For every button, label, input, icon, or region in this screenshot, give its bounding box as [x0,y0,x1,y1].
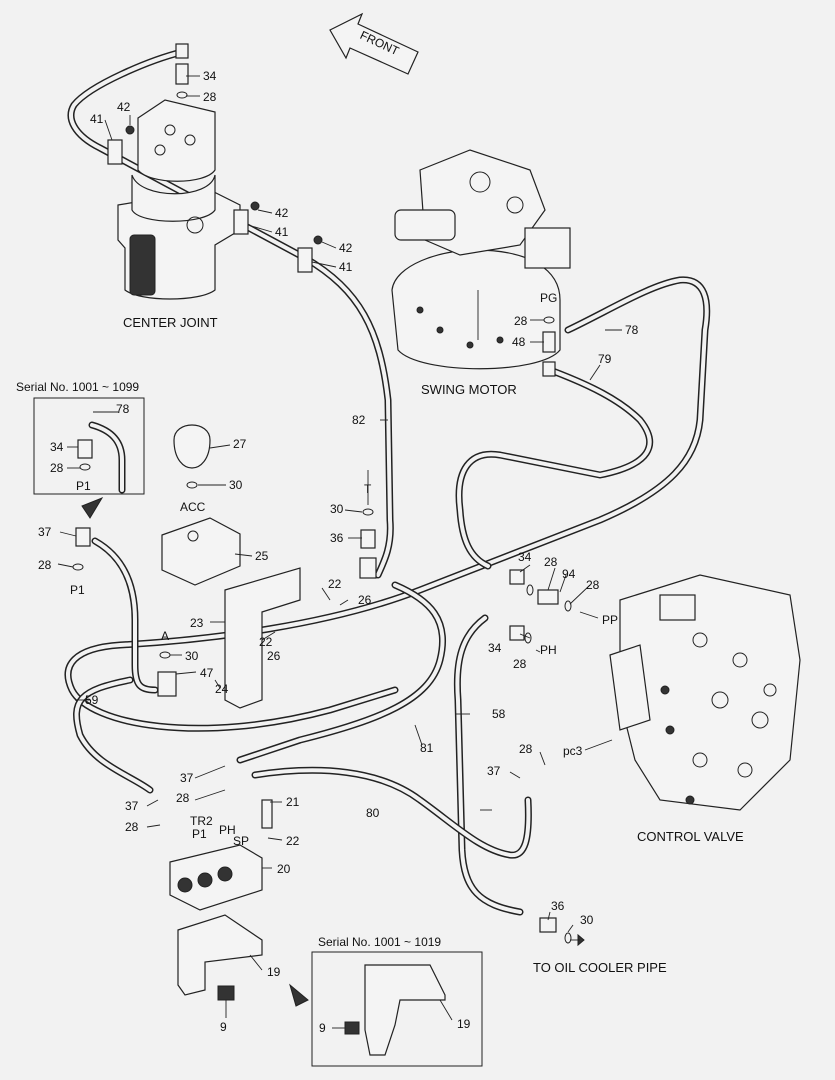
accumulator: ACC [173,424,211,514]
callout-28: 28 [38,558,52,572]
callout-27: 27 [233,437,247,451]
callout-26: 26 [358,593,372,607]
callout-22: 22 [259,635,273,649]
port-tr2: TR2 [190,814,213,828]
callout-48: 48 [512,335,526,349]
port-pg: PG [540,291,557,305]
callout-28: 28 [586,578,600,592]
callout-9: 9 [319,1021,326,1035]
pg-fittings: PG [540,291,557,377]
callout-22: 22 [328,577,342,591]
callout-78: 78 [625,323,639,337]
callout-21: 21 [286,795,300,809]
callout-42: 42 [275,206,289,220]
callout-28: 28 [203,90,217,104]
port-p1-shuttle: P1 [192,827,207,841]
callout-30: 30 [185,649,199,663]
callout-30: 30 [229,478,243,492]
solenoid-block [161,517,241,586]
t-fitting: T [359,470,377,579]
callout-58: 58 [492,707,506,721]
leader-lines [57,75,622,1029]
callout-30: 30 [580,913,594,927]
callout-26: 26 [267,649,281,663]
callout-79: 79 [598,352,612,366]
swing-motor: SWING MOTOR [391,149,571,397]
callout-9: 9 [220,1020,227,1034]
callout-28: 28 [544,555,558,569]
swing-motor-label: SWING MOTOR [421,382,517,397]
shuttle-block: TR2 P1 PH SP [169,799,273,911]
callout-30: 30 [330,502,344,516]
callout-20: 20 [277,862,291,876]
callout-37: 37 [180,771,194,785]
callout-59: 59 [85,693,99,707]
callout-41: 41 [90,112,104,126]
serial-box-top: Serial No. 1001 ~ 1099 P1 [16,380,145,519]
port-ph: PH [540,643,557,657]
callout-36: 36 [551,899,565,913]
bracket-23 [224,567,301,709]
callout-19: 19 [457,1017,471,1031]
front-arrow: FRONT [329,12,419,75]
control-valve: CONTROL VALVE PP PH pc3 [540,574,801,844]
port-p1-serial: P1 [76,479,91,493]
clamps [107,125,323,273]
oil-cooler-fittings: TO OIL COOLER PIPE [533,917,667,975]
control-valve-label: CONTROL VALVE [637,829,744,844]
callout-34: 34 [488,641,502,655]
callout-19: 19 [267,965,281,979]
oil-cooler-label: TO OIL COOLER PIPE [533,960,667,975]
callout-37: 37 [38,525,52,539]
hose-82 [67,48,394,579]
callout-34: 34 [203,69,217,83]
hose-59 [73,537,159,794]
callout-28: 28 [176,791,190,805]
callout-42: 42 [117,100,131,114]
port-pp: PP [602,613,618,627]
callout-78: 78 [116,402,130,416]
callout-28: 28 [514,314,528,328]
serial-bottom-label: Serial No. 1001 ~ 1019 [318,935,441,949]
callout-41: 41 [275,225,289,239]
callout-37: 37 [125,799,139,813]
callout-23: 23 [190,616,204,630]
callout-47: 47 [200,666,214,680]
bracket-19 [177,914,263,1001]
callout-28: 28 [519,742,533,756]
callout-42: 42 [339,241,353,255]
callout-28: 28 [50,461,64,475]
callout-81: 81 [420,741,434,755]
pp-fittings [509,569,572,644]
callout-34: 34 [50,440,64,454]
callout-numbers: 34 28 42 41 42 41 42 41 28 78 48 79 82 7… [38,69,639,1035]
callout-22: 22 [286,834,300,848]
top-fitting [175,43,189,99]
callout-37: 37 [487,764,501,778]
serial-box-bottom: Serial No. 1001 ~ 1019 [289,935,483,1067]
callout-25: 25 [255,549,269,563]
center-joint-label: CENTER JOINT [123,315,218,330]
callout-41: 41 [339,260,353,274]
serial-top-label: Serial No. 1001 ~ 1099 [16,380,139,394]
port-pc3: pc3 [563,744,583,758]
callout-28: 28 [125,820,139,834]
port-a: A [161,629,169,643]
left-fittings: P1 A [70,527,177,697]
center-joint: CENTER JOINT [117,99,241,330]
callout-36: 36 [330,531,344,545]
hose-lines [64,48,711,916]
callout-34: 34 [518,550,532,564]
callout-82: 82 [352,413,366,427]
port-p1-left: P1 [70,583,85,597]
callout-94: 94 [562,567,576,581]
callout-28: 28 [513,657,527,671]
port-ph-shuttle: PH [219,823,236,837]
callout-24: 24 [215,682,229,696]
port-sp: SP [233,834,249,848]
callout-80: 80 [366,806,380,820]
port-acc: ACC [180,500,206,514]
